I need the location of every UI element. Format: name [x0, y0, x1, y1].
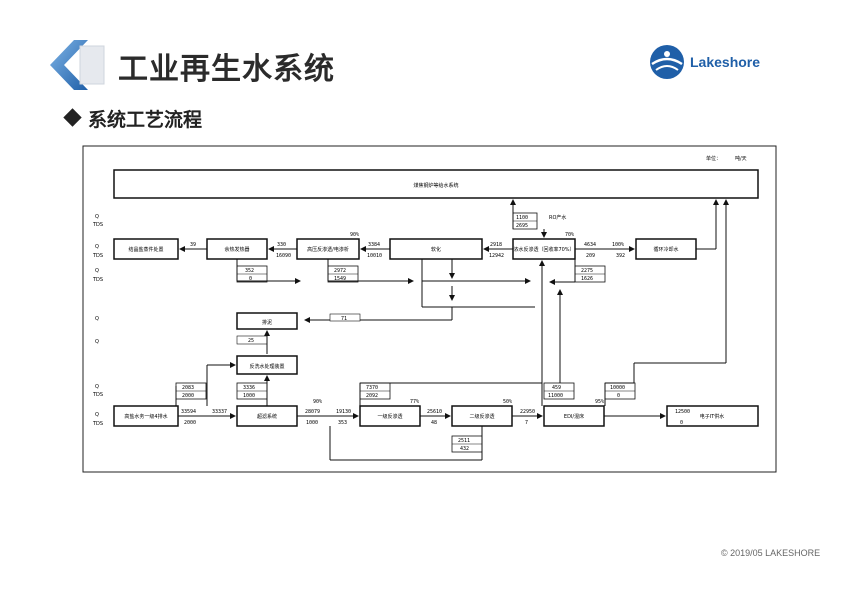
svg-text:一级反渗透: 一级反渗透: [377, 413, 402, 420]
svg-text:循环冷却水: 循环冷却水: [653, 246, 678, 253]
svg-text:高压反渗透/电渗析: 高压反渗透/电渗析: [307, 246, 349, 253]
svg-text:2092: 2092: [366, 393, 378, 399]
svg-text:19130: 19130: [336, 409, 351, 415]
svg-text:0: 0: [680, 420, 683, 426]
svg-text:90%: 90%: [313, 399, 322, 405]
svg-text:浓水反渗透（回收率70%）: 浓水反渗透（回收率70%）: [513, 246, 574, 253]
box-electronic: [666, 405, 759, 427]
svg-text:2511: 2511: [458, 438, 470, 444]
svg-text:RO产水: RO产水: [549, 214, 566, 221]
svg-text:50%: 50%: [503, 399, 512, 405]
unit-value: 吨/天: [735, 155, 747, 162]
label-tds: TDS: [92, 253, 103, 259]
box-feedwater-label: 煤焦钢炉等给水系统: [413, 182, 458, 189]
label-q: Q: [95, 214, 99, 220]
svg-text:209: 209: [586, 253, 595, 259]
svg-text:2000: 2000: [184, 420, 196, 426]
svg-text:结晶盐蒸件处置: 结晶盐蒸件处置: [128, 246, 163, 253]
copyright-footer: © 2019/05 LAKESHORE: [721, 548, 821, 558]
svg-text:90%: 90%: [350, 232, 359, 238]
svg-text:16090: 16090: [276, 253, 291, 259]
svg-text:7370: 7370: [366, 385, 378, 391]
label-q: Q: [95, 268, 99, 274]
svg-text:高盐水务一级4排水: 高盐水务一级4排水: [124, 413, 167, 420]
chevron-left-icon: [50, 40, 105, 90]
svg-text:1000: 1000: [306, 420, 318, 426]
svg-text:软化: 软化: [431, 246, 441, 253]
svg-text:3384: 3384: [368, 242, 380, 248]
lakeshore-logo-icon: [650, 45, 684, 79]
svg-text:2275: 2275: [581, 268, 593, 274]
logo-text: Lakeshore: [690, 54, 761, 70]
svg-text:10000: 10000: [610, 385, 625, 391]
box-salt: [113, 238, 179, 260]
svg-text:余热发热器: 余热发热器: [224, 246, 249, 253]
section-subtitle: 系统工艺流程: [88, 109, 203, 131]
svg-text:11000: 11000: [548, 393, 563, 399]
label-tds: TDS: [92, 222, 103, 228]
box-backwash: [236, 355, 298, 375]
svg-text:3336: 3336: [243, 385, 255, 391]
svg-text:71: 71: [341, 316, 347, 322]
svg-text:12942: 12942: [489, 253, 504, 259]
label-q: Q: [95, 384, 99, 390]
svg-text:反洗水处理装置: 反洗水处理装置: [249, 363, 284, 370]
svg-text:22950: 22950: [520, 409, 535, 415]
svg-text:1000: 1000: [243, 393, 255, 399]
box-sludge: [236, 312, 298, 330]
svg-text:电子IT供水: 电子IT供水: [700, 413, 725, 420]
svg-text:48: 48: [431, 420, 437, 426]
svg-text:77%: 77%: [410, 399, 419, 405]
svg-text:432: 432: [460, 446, 469, 452]
svg-text:2972: 2972: [334, 268, 346, 274]
svg-text:95%: 95%: [595, 399, 604, 405]
svg-text:100%: 100%: [612, 242, 624, 248]
svg-text:EDI/混床: EDI/混床: [564, 413, 584, 420]
svg-text:7: 7: [525, 420, 528, 426]
svg-text:33594: 33594: [181, 409, 196, 415]
unit-label: 单位：: [706, 155, 721, 162]
svg-text:0: 0: [249, 276, 252, 282]
svg-text:二级反渗透: 二级反渗透: [469, 413, 494, 420]
svg-text:排泥: 排泥: [262, 319, 272, 326]
svg-text:2000: 2000: [182, 393, 194, 399]
label-q: Q: [95, 412, 99, 418]
label-tds: TDS: [92, 277, 103, 283]
svg-text:1626: 1626: [581, 276, 593, 282]
svg-text:392: 392: [616, 253, 625, 259]
svg-text:2695: 2695: [516, 223, 528, 229]
svg-text:28079: 28079: [305, 409, 320, 415]
svg-text:12500: 12500: [675, 409, 690, 415]
page-title: 工业再生水系统: [118, 52, 335, 87]
svg-text:459: 459: [552, 385, 561, 391]
svg-text:353: 353: [338, 420, 347, 426]
svg-text:2918: 2918: [490, 242, 502, 248]
svg-text:10010: 10010: [367, 253, 382, 259]
label-q: Q: [95, 339, 99, 345]
label-tds: TDS: [92, 392, 103, 398]
box-feedwater-system: [113, 169, 759, 199]
label-tds: TDS: [92, 421, 103, 427]
label-q: Q: [95, 316, 99, 322]
svg-text:1549: 1549: [334, 276, 346, 282]
svg-text:70%: 70%: [565, 232, 574, 238]
svg-text:352: 352: [245, 268, 254, 274]
svg-text:25610: 25610: [427, 409, 442, 415]
label-q: Q: [95, 244, 99, 250]
svg-text:39: 39: [190, 242, 196, 248]
svg-text:330: 330: [277, 242, 286, 248]
svg-text:超滤系统: 超滤系统: [257, 413, 277, 420]
svg-text:4634: 4634: [584, 242, 596, 248]
svg-text:25: 25: [248, 338, 254, 344]
svg-text:33337: 33337: [212, 409, 227, 415]
svg-text:0: 0: [617, 393, 620, 399]
svg-text:1100: 1100: [516, 215, 528, 221]
svg-text:2083: 2083: [182, 385, 194, 391]
